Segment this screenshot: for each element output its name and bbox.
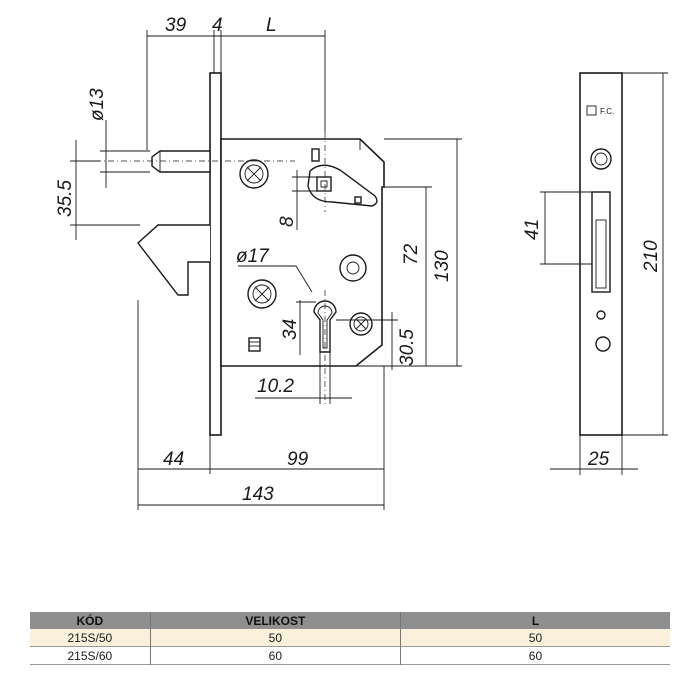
dim-39: 39 xyxy=(165,15,187,36)
dim-44: 44 xyxy=(163,449,184,470)
header-velikost: VELIKOST xyxy=(149,612,401,629)
bolt-pin xyxy=(151,150,211,173)
screw-middle xyxy=(247,279,277,309)
square-hole xyxy=(316,176,332,192)
header-kod: KÓD xyxy=(30,612,151,629)
table-row: 215S/50 50 50 xyxy=(30,629,670,647)
cell-kod: 215S/60 xyxy=(30,646,151,665)
cell-l: 60 xyxy=(399,646,670,665)
dim-34: 34 xyxy=(280,319,301,340)
side-hole-small xyxy=(596,310,606,320)
cell-velikost: 50 xyxy=(149,629,401,647)
dim-72: 72 xyxy=(401,243,422,265)
table-row: 215S/60 60 60 xyxy=(30,646,670,665)
dim-130: 130 xyxy=(432,250,453,282)
cell-kod: 215S/50 xyxy=(30,629,151,647)
screw-top xyxy=(239,159,269,189)
dim-10-2: 10.2 xyxy=(257,376,294,397)
table-header-row: KÓD VELIKOST L xyxy=(30,612,670,629)
side-ring xyxy=(590,148,612,170)
dim-30-5: 30.5 xyxy=(397,329,418,366)
dim-dia-13: ø13 xyxy=(87,88,108,121)
spec-table: KÓD VELIKOST L 215S/50 50 50 215S/60 60 … xyxy=(30,612,670,665)
dim-25: 25 xyxy=(587,449,610,470)
dim-210: 210 xyxy=(641,240,662,273)
faceplate-front xyxy=(209,72,222,436)
dim-dia-17: ø17 xyxy=(236,246,270,267)
top-slot xyxy=(311,148,320,162)
dim-L: L xyxy=(266,15,277,36)
faceplate-mark: F.C. xyxy=(600,107,614,116)
cell-velikost: 60 xyxy=(149,646,401,665)
latch-slot xyxy=(591,191,611,293)
side-hole-large xyxy=(595,336,611,352)
screw-right xyxy=(349,312,373,336)
dim-99: 99 xyxy=(287,449,309,470)
ring-hole xyxy=(339,254,367,282)
dim-143: 143 xyxy=(242,484,274,505)
small-plate xyxy=(248,337,261,352)
cylinder-keyhole xyxy=(313,300,337,353)
dim-4: 4 xyxy=(212,15,223,36)
header-l: L xyxy=(399,612,670,629)
dim-41: 41 xyxy=(522,219,543,240)
dim-8: 8 xyxy=(277,216,298,227)
dim-35-5: 35.5 xyxy=(55,180,76,217)
lock-technical-drawing: 39 4 L ø13 35.5 8 ø17 34 72 130 30.5 10.… xyxy=(55,15,668,510)
cell-l: 50 xyxy=(399,629,670,647)
hook-latch xyxy=(137,224,210,296)
